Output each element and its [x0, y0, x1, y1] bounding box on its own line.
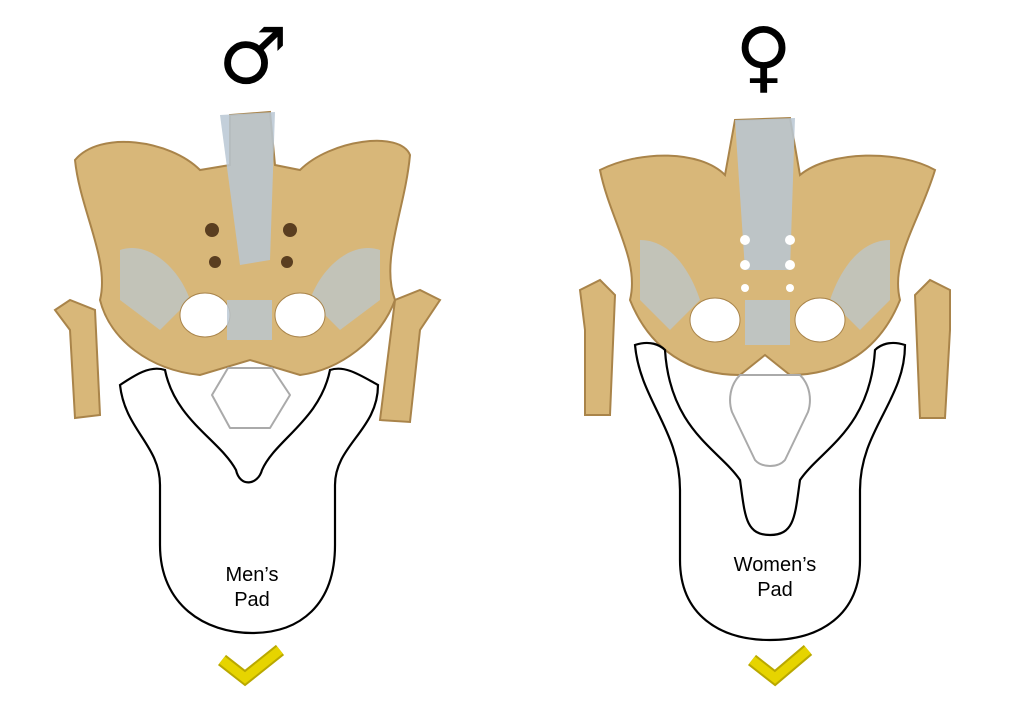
mens-pad-inner-outline	[211, 367, 291, 429]
male-pelvis-illustration	[53, 110, 442, 424]
womens-pad-label: Women’s Pad	[705, 553, 845, 603]
womens-pad-label-line2: Pad	[757, 579, 793, 601]
female-symbol-icon: ♀	[735, 12, 793, 102]
female-pelvis-illustration	[578, 116, 951, 419]
male-symbol-icon: ♂	[218, 12, 288, 102]
mens-pad-label-line2: Pad	[234, 589, 270, 611]
mens-pad-label-line1: Men’s	[225, 564, 279, 586]
womens-pad-outline	[633, 341, 907, 642]
mens-pad-label: Men’s Pad	[182, 563, 322, 613]
womens-pad-inner-outline	[729, 374, 811, 467]
womens-pad-label-line1: Women’s	[733, 554, 817, 576]
mens-pad-outline	[118, 367, 380, 635]
